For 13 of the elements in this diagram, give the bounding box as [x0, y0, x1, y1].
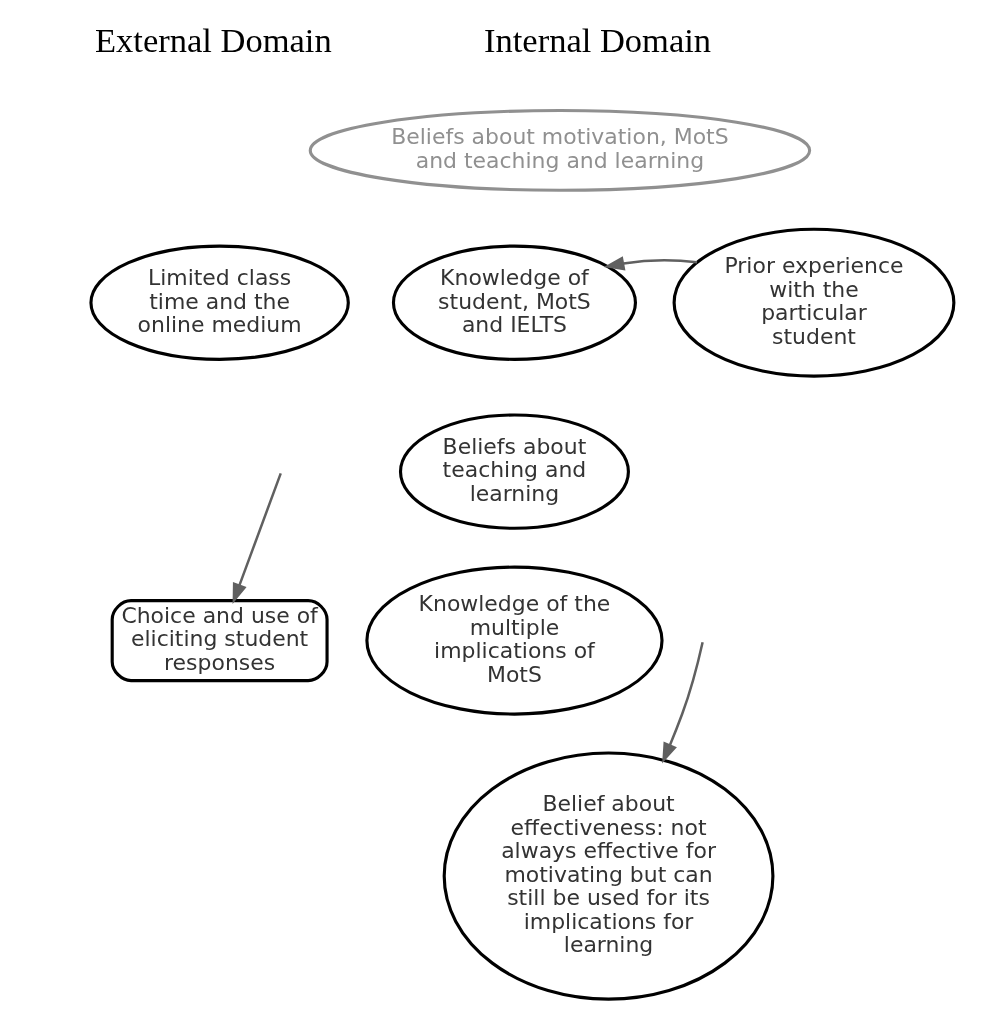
label: External Domain — [94, 20, 332, 59]
arrow — [232, 472, 282, 604]
arrow — [661, 642, 704, 764]
arrow — [603, 256, 697, 271]
node-ellipse: Beliefs about teaching and learning — [398, 413, 630, 530]
node-box: Choice and use of eliciting student responses — [110, 599, 329, 683]
node-ellipse: Knowledge of the multiple implications of MotS — [364, 565, 664, 716]
node-ellipse: Belief about effectiveness: not always effective for motivating but can still be used for its implications for learning — [442, 751, 774, 1001]
node-ellipse: Knowledge of student, MotS and IELTS — [391, 244, 637, 361]
node-ellipse: Beliefs about motivation, MotS and teaching and learning — [308, 109, 811, 192]
node-ellipse: Prior experience with the particular student — [672, 227, 955, 378]
node-ellipse: Limited class time and the online medium — [88, 244, 350, 361]
label: Internal Domain — [483, 20, 711, 59]
